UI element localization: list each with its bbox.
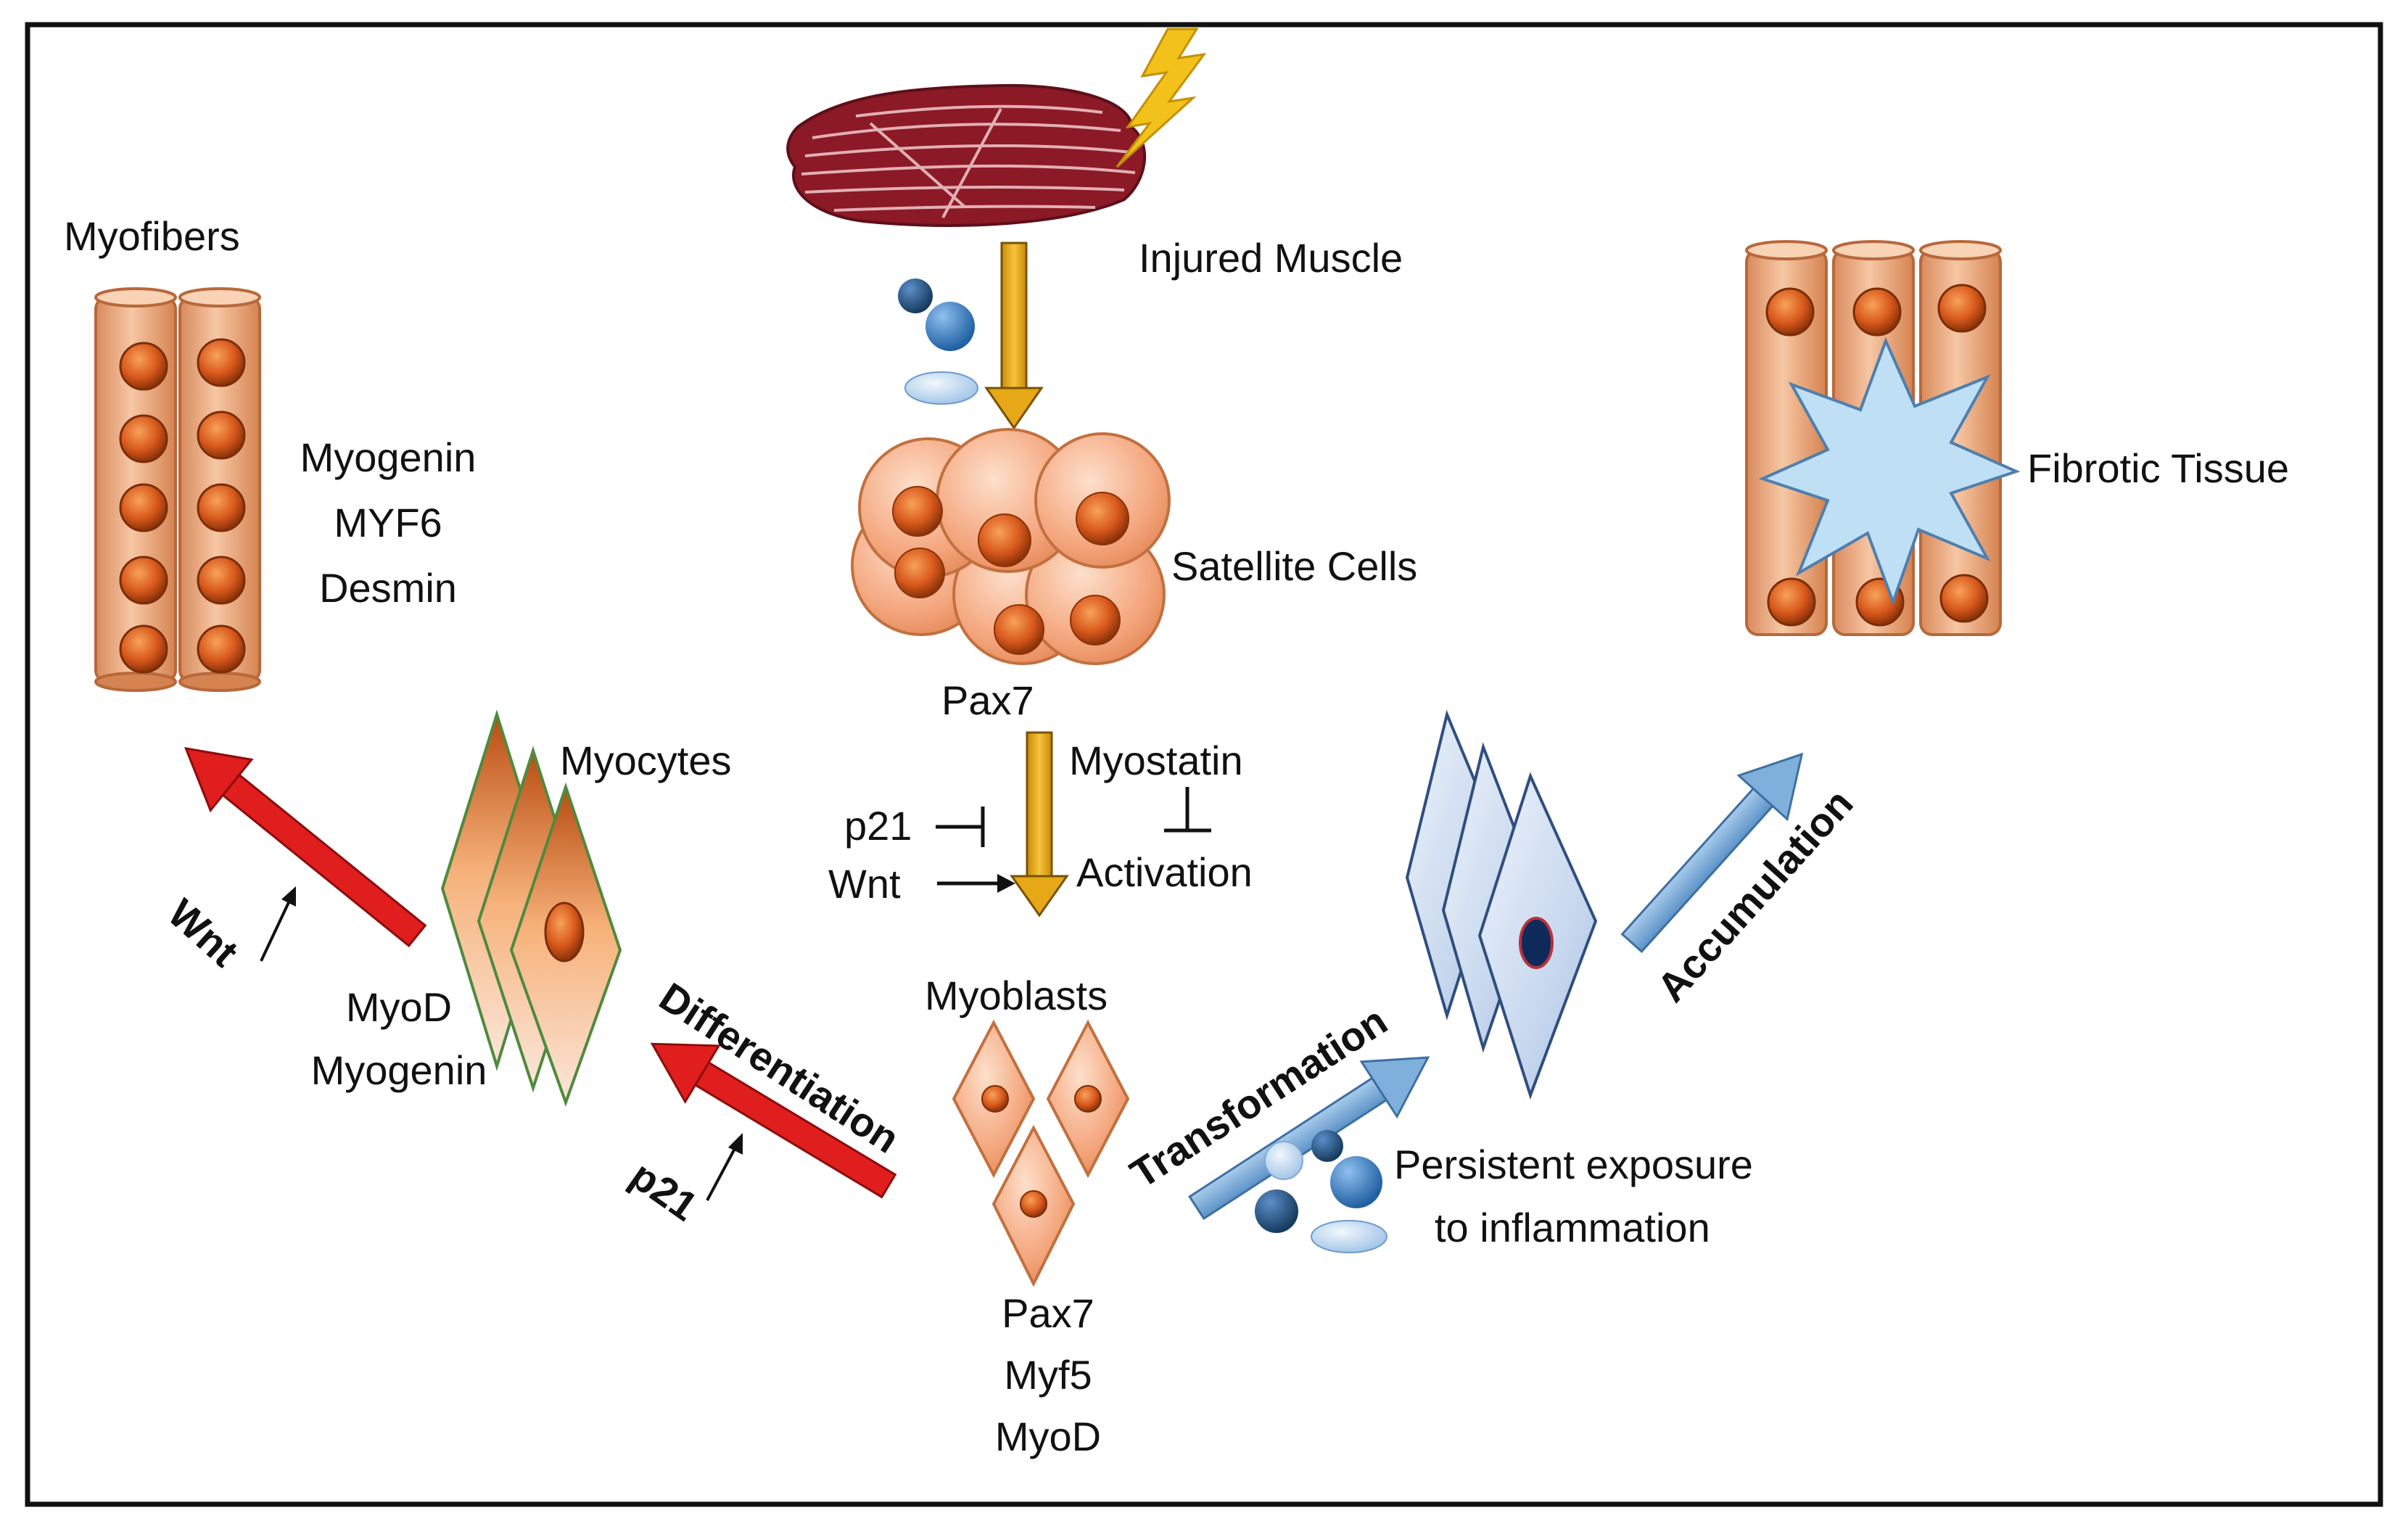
satellite-cells-label: Satellite Cells bbox=[1171, 543, 1417, 589]
p21-bottom-arrow bbox=[706, 1133, 743, 1201]
fibroblasts-illustration bbox=[1405, 709, 1598, 1100]
myocytes-illustration bbox=[440, 709, 622, 1107]
immune-cells-icon bbox=[898, 279, 978, 405]
satellite-marker-pax7: Pax7 bbox=[941, 677, 1034, 723]
myoblast-marker: Myf5 bbox=[1004, 1352, 1092, 1398]
myocyte-marker: Myogenin bbox=[311, 1047, 487, 1093]
arrow-injury-to-satellite bbox=[984, 242, 1044, 430]
arrow-satellite-to-myoblasts bbox=[1010, 731, 1069, 917]
myoblasts-illustration bbox=[952, 1019, 1130, 1287]
fibrotic-starburst-icon bbox=[1758, 337, 2021, 606]
wnt-activator-label: Wnt bbox=[828, 861, 901, 907]
myocytes-label: Myocytes bbox=[560, 738, 732, 783]
activation-label: Activation bbox=[1076, 849, 1253, 895]
myostatin-inhibition-symbol bbox=[1164, 787, 1211, 833]
arrow-accumulation bbox=[1620, 752, 1804, 954]
myofibers-label: Myofibers bbox=[64, 213, 240, 259]
arrow-myocytes-to-myofibers bbox=[184, 747, 427, 948]
injured-muscle-illustration bbox=[786, 83, 1147, 227]
wnt-left-arrow bbox=[260, 886, 296, 962]
fibrotic-tissue-illustration bbox=[1745, 240, 2021, 636]
myofiber-marker: Myogenin bbox=[300, 434, 477, 480]
fibrotic-tissue-label: Fibrotic Tissue bbox=[2027, 445, 2289, 491]
myocyte-marker: MyoD bbox=[346, 984, 452, 1030]
myofibers-illustration bbox=[94, 287, 261, 692]
myoblast-marker: MyoD bbox=[995, 1414, 1101, 1459]
myostatin-label: Myostatin bbox=[1069, 738, 1243, 783]
inflammation-immune-cells-icon bbox=[1255, 1130, 1388, 1253]
injured-muscle-label: Injured Muscle bbox=[1139, 235, 1403, 281]
lightning-bolt-icon bbox=[1116, 28, 1207, 168]
myoblast-marker: Pax7 bbox=[1002, 1290, 1094, 1336]
inflammation-label-line2: to inflammation bbox=[1435, 1205, 1710, 1250]
p21-inhibition-symbol bbox=[936, 807, 985, 847]
myoblasts-label: Myoblasts bbox=[925, 973, 1108, 1018]
myofiber-marker: Desmin bbox=[319, 565, 457, 611]
wnt-activation-arrow bbox=[937, 874, 1015, 893]
myofiber-markers: Myogenin MYF6 Desmin bbox=[300, 434, 477, 611]
arrow-differentiation bbox=[650, 1042, 897, 1199]
satellite-cells-cluster bbox=[851, 428, 1171, 665]
inflammation-label-line1: Persistent exposure bbox=[1394, 1142, 1753, 1187]
p21-inhibitor-label: p21 bbox=[844, 803, 912, 849]
myofiber-marker: MYF6 bbox=[334, 500, 442, 545]
